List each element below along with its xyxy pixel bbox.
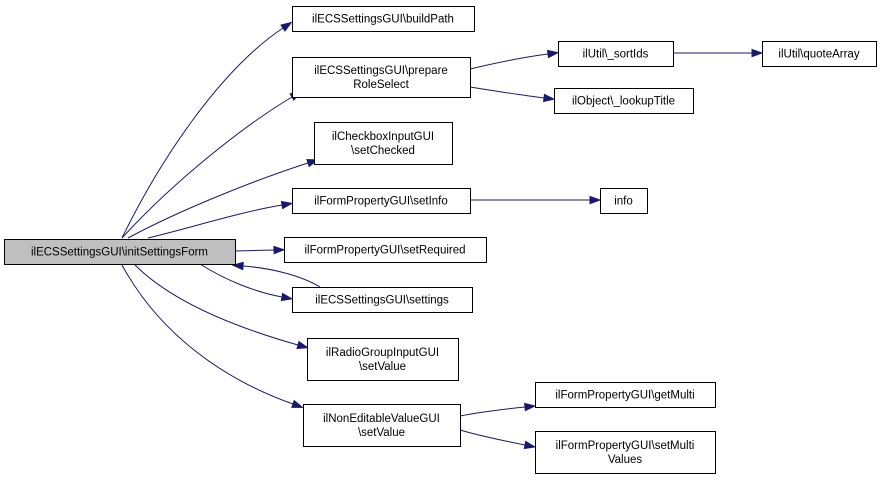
arrowhead-icon	[280, 200, 294, 210]
arrowhead-icon	[751, 48, 764, 58]
arrowhead-icon	[280, 21, 293, 32]
edge-root-to-radioSetValue	[134, 264, 310, 350]
node-box	[284, 237, 487, 263]
edge-nonEditSetValue-to-setMultiValues	[459, 429, 537, 450]
node-box	[307, 338, 459, 381]
edge-line	[147, 204, 283, 239]
edge-setInfo-to-info	[470, 195, 602, 205]
edge-line	[459, 429, 526, 446]
node-label: ilFormPropertyGUI\setMulti	[556, 440, 695, 452]
edge-line	[242, 265, 321, 288]
node-label: \setChecked	[351, 145, 415, 157]
node-nonEditSetValue[interactable]: ilNonEditableValueGUI \setValue	[303, 404, 461, 447]
arrowhead-icon	[231, 261, 244, 271]
node-box	[292, 6, 475, 32]
edge-root-to-buildPath	[121, 21, 293, 239]
edge-root-to-setRequired	[234, 245, 286, 255]
edge-line	[121, 96, 293, 239]
edge-line	[234, 249, 275, 252]
arrowhead-icon	[542, 93, 556, 103]
node-setChecked[interactable]: ilCheckboxInputGUI \setChecked	[314, 122, 453, 165]
node-radioSetValue[interactable]: ilRadioGroupInputGUI \setValue	[307, 338, 459, 381]
edge-settings-to-root	[231, 261, 321, 288]
arrowhead-icon	[523, 440, 537, 450]
node-box	[558, 41, 674, 67]
node-label: ilECSSettingsGUI\initSettingsForm	[31, 247, 208, 259]
arrowhead-icon	[589, 195, 602, 205]
arrowhead-icon	[291, 399, 304, 408]
node-label: RoleSelect	[353, 79, 409, 91]
edge-prepareRoleSelect-to-lookupTitle	[469, 86, 556, 103]
node-label: info	[614, 196, 633, 208]
node-box	[600, 188, 648, 214]
arrowhead-icon	[280, 292, 294, 302]
edge-sortIds-to-quoteArray	[673, 48, 764, 58]
edge-line	[459, 406, 526, 417]
node-label: \setValue	[358, 427, 405, 439]
node-sortIds[interactable]: ilUtil\_sortIds	[558, 41, 674, 67]
arrowhead-icon	[546, 49, 560, 59]
node-box	[535, 382, 716, 408]
edge-line	[127, 162, 309, 239]
node-root[interactable]: ilECSSettingsGUI\initSettingsForm	[4, 239, 236, 265]
edge-root-to-nonEditSetValue	[121, 264, 304, 408]
node-label: ilObject\_lookupTitle	[572, 96, 675, 108]
edge-root-to-setInfo	[147, 200, 294, 239]
node-label: ilUtil\_sortIds	[583, 49, 649, 61]
node-label: ilNonEditableValueGUI	[323, 413, 440, 425]
node-box	[292, 188, 471, 214]
node-label: ilUtil\quoteArray	[778, 49, 859, 61]
edge-root-to-settings	[199, 263, 294, 302]
node-label: Values	[608, 454, 643, 466]
node-box	[314, 122, 453, 165]
node-settings[interactable]: ilECSSettingsGUI\settings	[292, 287, 473, 313]
edge-prepareRoleSelect-to-sortIds	[469, 49, 560, 70]
node-box	[292, 287, 473, 313]
edge-root-to-setChecked	[127, 159, 319, 239]
node-label: ilFormPropertyGUI\setRequired	[304, 245, 465, 257]
arrowhead-icon	[524, 402, 537, 412]
node-box	[535, 431, 716, 474]
edge-line	[121, 264, 294, 405]
node-setInfo[interactable]: ilFormPropertyGUI\setInfo	[292, 188, 471, 214]
node-buildPath[interactable]: ilECSSettingsGUI\buildPath	[292, 6, 475, 32]
arrowhead-icon	[273, 245, 286, 255]
node-lookupTitle[interactable]: ilObject\_lookupTitle	[554, 88, 694, 114]
node-label: ilECSSettingsGUI\prepare	[314, 65, 448, 77]
node-box	[292, 57, 471, 98]
node-label: ilECSSettingsGUI\settings	[315, 295, 449, 307]
node-label: \setValue	[359, 361, 406, 373]
edge-line	[469, 86, 545, 99]
node-box	[554, 88, 694, 114]
node-info[interactable]: info	[600, 188, 648, 214]
node-setRequired[interactable]: ilFormPropertyGUI\setRequired	[284, 237, 487, 263]
node-getMulti[interactable]: ilFormPropertyGUI\getMulti	[535, 382, 716, 408]
node-box	[4, 239, 236, 265]
arrowhead-icon	[296, 340, 310, 350]
node-label: ilRadioGroupInputGUI	[326, 347, 439, 359]
node-box	[762, 41, 877, 67]
node-label: ilFormPropertyGUI\getMulti	[555, 390, 694, 402]
edge-line	[199, 263, 283, 298]
edge-nonEditSetValue-to-getMulti	[459, 402, 537, 417]
edge-line	[121, 27, 284, 239]
node-label: ilECSSettingsGUI\buildPath	[312, 14, 454, 26]
node-quoteArray[interactable]: ilUtil\quoteArray	[762, 41, 877, 67]
edge-line	[134, 264, 299, 346]
node-label: ilFormPropertyGUI\setInfo	[314, 196, 448, 208]
nodes-layer: ilECSSettingsGUI\initSettingsForm ilECSSe…	[4, 6, 877, 474]
edge-root-to-prepareRoleSelect	[121, 91, 302, 239]
edge-line	[469, 53, 549, 70]
node-label: ilCheckboxInputGUI	[332, 131, 434, 143]
node-box	[303, 404, 461, 447]
